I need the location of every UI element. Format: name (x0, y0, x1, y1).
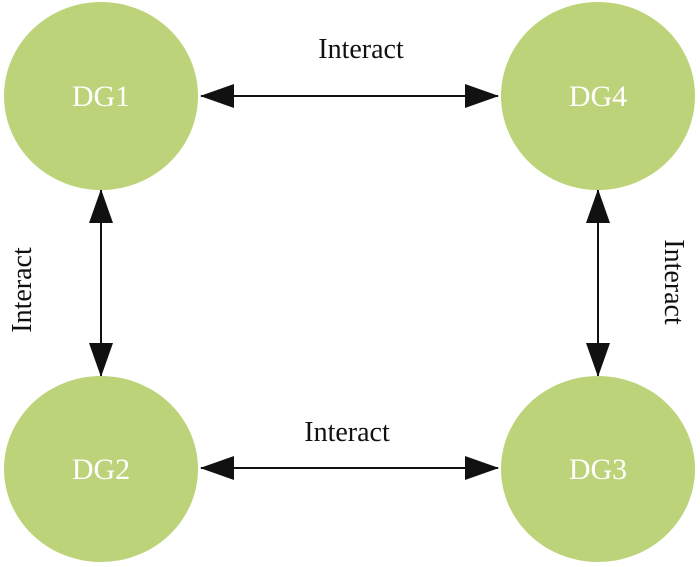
edge-label-dg2-dg3: Interact (304, 417, 390, 448)
node-label: DG1 (72, 80, 130, 113)
node-label: DG4 (569, 80, 627, 113)
node-label: DG2 (72, 453, 130, 486)
node-circle (501, 376, 695, 562)
edge-label-dg4-dg3: Interact (658, 239, 689, 325)
edge-label-dg1-dg4: Interact (318, 34, 404, 65)
node-dg1: DG1 (4, 2, 198, 190)
node-dg4: DG4 (501, 2, 695, 190)
edge-label-dg1-dg2: Interact (7, 247, 38, 333)
node-dg3: DG3 (501, 376, 695, 562)
node-circle (501, 2, 695, 190)
node-label: DG3 (569, 453, 627, 486)
node-circle (4, 2, 198, 190)
edge-labels: Interact Interact Interact Interact (7, 34, 689, 448)
node-dg2: DG2 (4, 376, 198, 562)
node-circle (4, 376, 198, 562)
edges (89, 84, 610, 480)
